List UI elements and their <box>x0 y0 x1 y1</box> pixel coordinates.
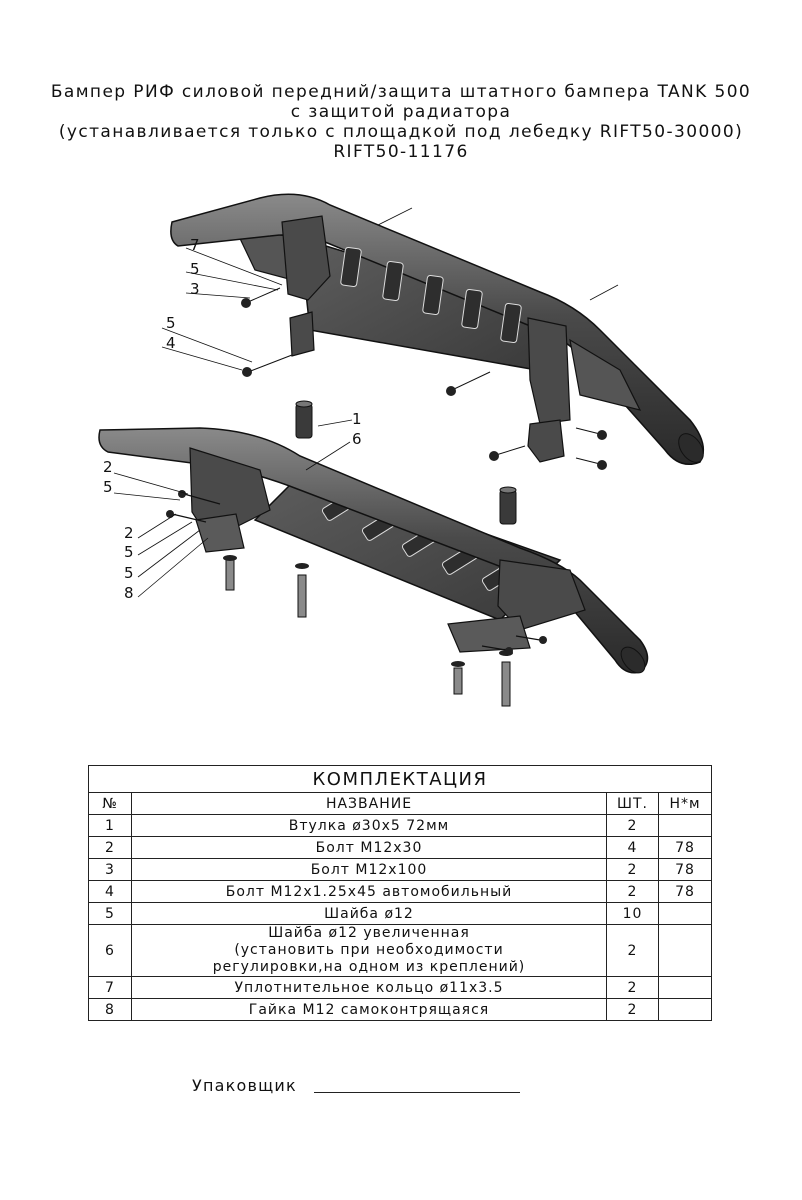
row-num: 2 <box>88 836 132 859</box>
row-torque <box>658 976 712 999</box>
row-num: 8 <box>88 998 132 1021</box>
bottom-view-bumper <box>98 400 649 707</box>
row-torque <box>658 924 712 977</box>
callout-bottom-1: 1 <box>352 410 362 428</box>
table-row: 2 Болт М12x30 4 78 <box>88 836 712 859</box>
document-title: Бампер РИФ силовой передний/защита штатн… <box>0 82 802 162</box>
header-qty: ШТ. <box>606 792 659 815</box>
row-name: Болт М12x30 <box>131 836 607 859</box>
packer-label: Упаковщик <box>192 1076 297 1095</box>
bottom-left-bracket <box>189 447 271 541</box>
top-view-bumper <box>161 193 705 470</box>
callout-top-5b: 5 <box>166 314 176 332</box>
row-qty: 2 <box>606 976 659 999</box>
row-qty: 2 <box>606 880 659 903</box>
title-line-1: Бампер РИФ силовой передний/защита штатн… <box>50 82 752 102</box>
table-row: 7 Уплотнительное кольцо ø11x3.5 2 <box>88 976 712 999</box>
header-torque: Н*м <box>658 792 712 815</box>
row-torque <box>658 902 712 925</box>
row-name: Гайка М12 самоконтрящаяся <box>131 998 607 1021</box>
parts-table: КОМПЛЕКТАЦИЯ № НАЗВАНИЕ ШТ. Н*м 1 Втулка… <box>88 765 712 1021</box>
callout-bottom-5a: 5 <box>103 478 113 496</box>
row-name-line: регулировки,на одном из креплений) <box>212 959 526 975</box>
row-qty: 4 <box>606 836 659 859</box>
header-num: № <box>88 792 132 815</box>
top-right-bracket <box>527 317 571 425</box>
row-torque <box>658 814 712 837</box>
table-row: 8 Гайка М12 самоконтрящаяся 2 <box>88 998 712 1021</box>
row-torque: 78 <box>658 836 712 859</box>
table-header-row: № НАЗВАНИЕ ШТ. Н*м <box>88 792 712 815</box>
row-num: 6 <box>88 924 132 977</box>
row-torque: 78 <box>658 858 712 881</box>
table-row: 5 Шайба ø12 10 <box>88 902 712 925</box>
table-caption: КОМПЛЕКТАЦИЯ <box>88 765 712 793</box>
row-num: 7 <box>88 976 132 999</box>
bushing-left <box>295 403 313 439</box>
table-row: 3 Болт М12x100 2 78 <box>88 858 712 881</box>
callout-bottom-5b: 5 <box>124 543 134 561</box>
row-qty: 10 <box>606 902 659 925</box>
row-qty: 2 <box>606 998 659 1021</box>
packer-signature-line <box>314 1092 520 1093</box>
header-name: НАЗВАНИЕ <box>131 792 607 815</box>
row-num: 1 <box>88 814 132 837</box>
row-num: 4 <box>88 880 132 903</box>
bottom-right-bracket <box>497 559 586 631</box>
title-line-2: с защитой радиатора <box>290 102 512 122</box>
row-qty: 2 <box>606 858 659 881</box>
callout-bottom-6: 6 <box>352 430 362 448</box>
callout-top-3: 3 <box>190 280 200 298</box>
row-qty: 2 <box>606 924 659 977</box>
table-row: 6 Шайба ø12 увеличенная (установить при … <box>88 924 712 977</box>
top-main-tube <box>170 193 705 465</box>
row-torque: 78 <box>658 880 712 903</box>
row-name: Втулка ø30x5 72мм <box>131 814 607 837</box>
row-name: Шайба ø12 увеличенная (установить при не… <box>131 924 607 977</box>
table-row: 4 Болт М12x1.25x45 автомобильный 2 78 <box>88 880 712 903</box>
row-name-line: (установить при необходимости <box>234 942 504 958</box>
callout-bottom-5c: 5 <box>124 564 134 582</box>
bushing-right <box>499 489 517 525</box>
assembly-drawing: 7 5 3 5 4 <box>98 193 705 707</box>
row-name: Шайба ø12 <box>131 902 607 925</box>
title-line-3: (устанавливается только с площадкой под … <box>58 122 744 142</box>
callout-bottom-8: 8 <box>124 584 134 602</box>
row-num: 3 <box>88 858 132 881</box>
callout-bottom-2a: 2 <box>103 458 113 476</box>
top-left-bracket <box>281 215 331 301</box>
row-name-line: Шайба ø12 увеличенная <box>268 925 470 941</box>
callout-top-4: 4 <box>166 334 176 352</box>
row-torque <box>658 998 712 1021</box>
row-num: 5 <box>88 902 132 925</box>
row-name: Болт М12x100 <box>131 858 607 881</box>
table-row: 1 Втулка ø30x5 72мм 2 <box>88 814 712 837</box>
part-number: RIFT50-11176 <box>333 142 469 162</box>
callout-top-5a: 5 <box>190 260 200 278</box>
row-name: Уплотнительное кольцо ø11x3.5 <box>131 976 607 999</box>
row-name: Болт М12x1.25x45 автомобильный <box>131 880 607 903</box>
callout-top-7: 7 <box>190 236 200 254</box>
row-qty: 2 <box>606 814 659 837</box>
callout-bottom-2b: 2 <box>124 524 134 542</box>
